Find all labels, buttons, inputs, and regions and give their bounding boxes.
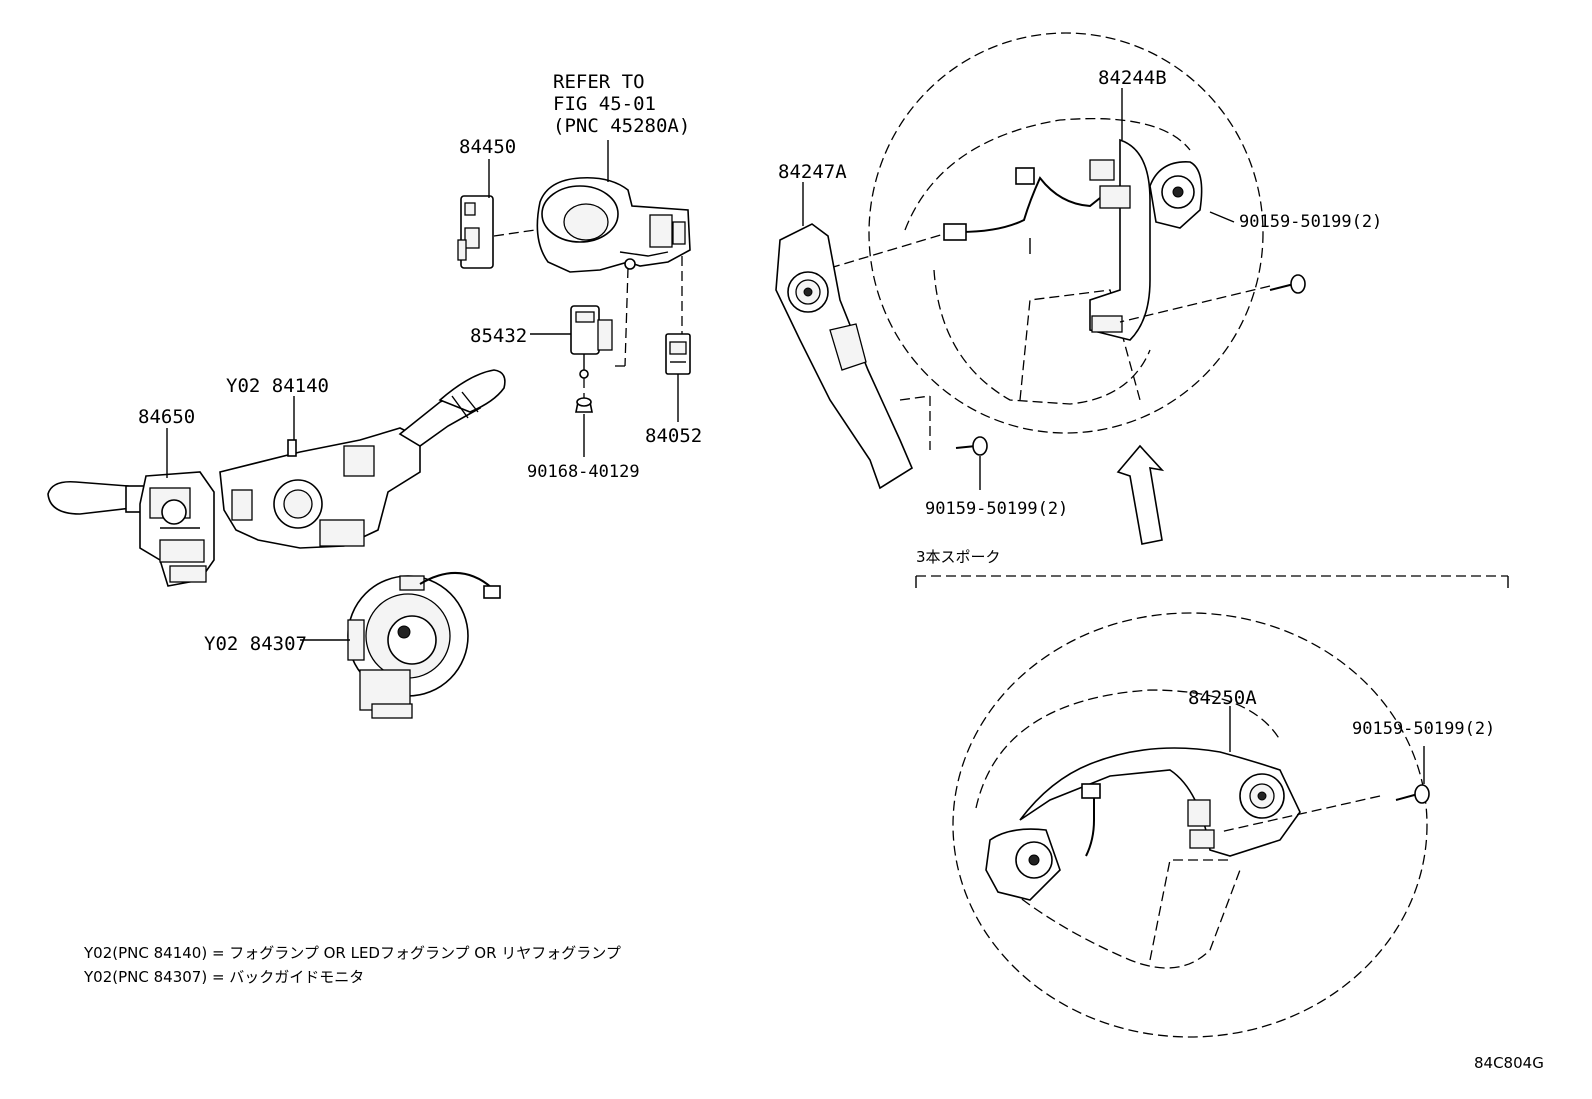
- label-84140: Y02 84140: [226, 375, 329, 397]
- steering-wheel-4-spoke: [868, 32, 1264, 434]
- label-84250A: 84250A: [1188, 687, 1257, 709]
- label-84244B: 84244B: [1098, 67, 1167, 89]
- label-90159-50199-bottom: 90159-50199(2): [1352, 719, 1495, 739]
- refer-note-line1: REFER TO: [553, 71, 645, 93]
- note-line-2: Y02(PNC 84307) = バックガイドモニタ: [83, 968, 364, 986]
- spiral-cable-84307: [347, 572, 501, 719]
- label-84650: 84650: [138, 406, 195, 428]
- part-45280A-housing: [536, 176, 691, 273]
- note-line-1: Y02(PNC 84140) = フォグランプ OR LEDフォグランプ OR …: [83, 944, 621, 962]
- part-84247A-cover: [775, 223, 914, 490]
- refer-note-line3: (PNC 45280A): [553, 115, 690, 137]
- label-90159-50199-top: 90159-50199(2): [1239, 212, 1382, 232]
- bolt-90159-right-bottom: [1395, 784, 1430, 804]
- ignition-switch-assembly: [457, 140, 691, 457]
- label-84247A: 84247A: [778, 161, 847, 183]
- label-90159-50199-lower: 90159-50199(2): [925, 499, 1068, 519]
- variant-bracket: [915, 575, 1509, 588]
- part-85432-solenoid: [570, 305, 613, 379]
- part-84052-switch: [665, 333, 691, 375]
- figure-code: 84C804G: [1474, 1054, 1544, 1072]
- label-3-spoke: 3本スポーク: [916, 548, 1001, 566]
- steering-wheel-3-spoke: [952, 612, 1428, 1038]
- bolt-90159-lower: [955, 436, 988, 456]
- label-85432: 85432: [470, 325, 527, 347]
- label-84450: 84450: [459, 136, 516, 158]
- refer-note-line2: FIG 45-01: [553, 93, 656, 115]
- bolt-90159-right-top: [1269, 274, 1306, 294]
- label-90168-40129: 90168-40129: [527, 462, 640, 482]
- part-84450-switch: [457, 195, 494, 269]
- combination-switch-84140: [219, 369, 506, 549]
- label-84307: Y02 84307: [204, 633, 307, 655]
- part-90168-40129-screw: [575, 397, 593, 413]
- combination-switch-84650: [47, 471, 215, 587]
- label-84052: 84052: [645, 425, 702, 447]
- view-arrow: [1116, 444, 1165, 545]
